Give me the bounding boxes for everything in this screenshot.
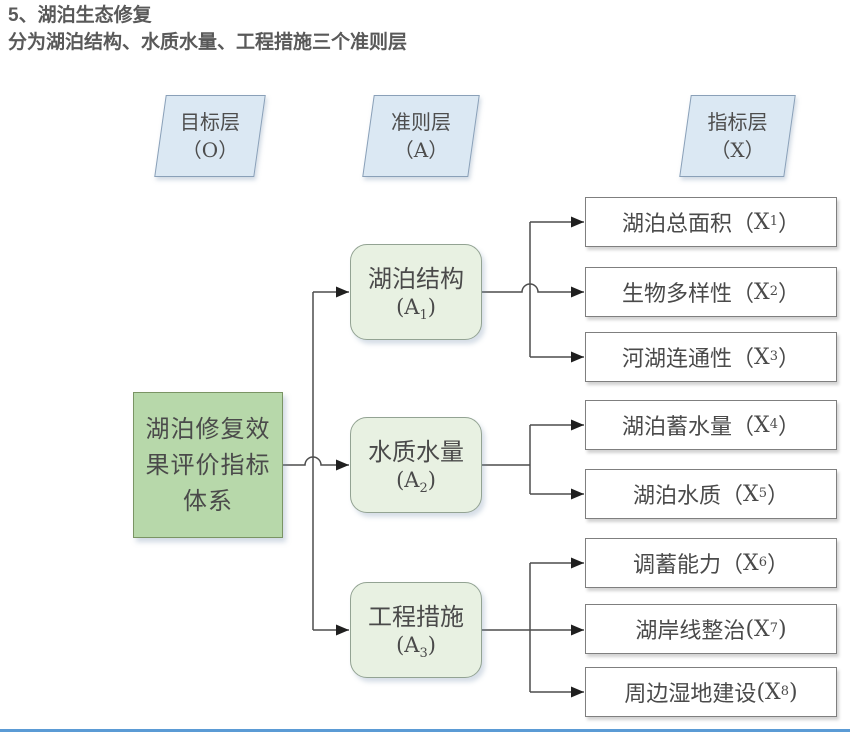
layer-header-indicator: 指标层 （X） [679,95,796,177]
footer-accent-rule [0,729,850,732]
connector-a1-to-x2 [482,283,584,298]
criteria-label: 工程措施 [368,603,464,631]
title-line-1: 5、湖泊生态修复 [8,5,152,26]
root-node-lake-restoration-index-system: 湖泊修复效 果评价指标 体系 [133,392,283,538]
title-block: 5、湖泊生态修复 分为湖泊结构、水质水量、工程措施三个准则层 [8,2,407,56]
criteria-node-a1: 湖泊结构 (A1) [350,244,482,340]
root-label-line: 体系 [183,487,233,515]
layer-header-label: 准则层 [391,110,451,134]
root-label-line: 果评价指标 [145,451,271,479]
criteria-label: 水质水量 [368,438,464,466]
layer-header-criteria: 准则层 （A） [362,95,480,177]
criteria-node-a2: 水质水量 (A2) [350,417,482,513]
layer-header-label: 目标层 [180,110,240,134]
title-line-2: 分为湖泊结构、水质水量、工程措施三个准则层 [8,32,408,53]
layer-header-objective: 目标层 （O） [154,95,266,177]
layer-header-label: 指标层 [707,110,768,134]
layer-header-code: （O） [181,138,239,162]
criteria-node-a3: 工程措施 (A3) [350,582,482,678]
layer-header-code: （X） [710,138,765,162]
root-label-line: 湖泊修复效 [145,415,271,443]
criteria-code: (A2) [396,468,436,497]
layer-header-code: （A） [393,138,449,162]
criteria-code: (A1) [396,295,436,324]
criteria-code: (A3) [396,633,436,662]
connector-root-to-a2 [283,456,349,471]
criteria-label: 湖泊结构 [368,265,464,293]
